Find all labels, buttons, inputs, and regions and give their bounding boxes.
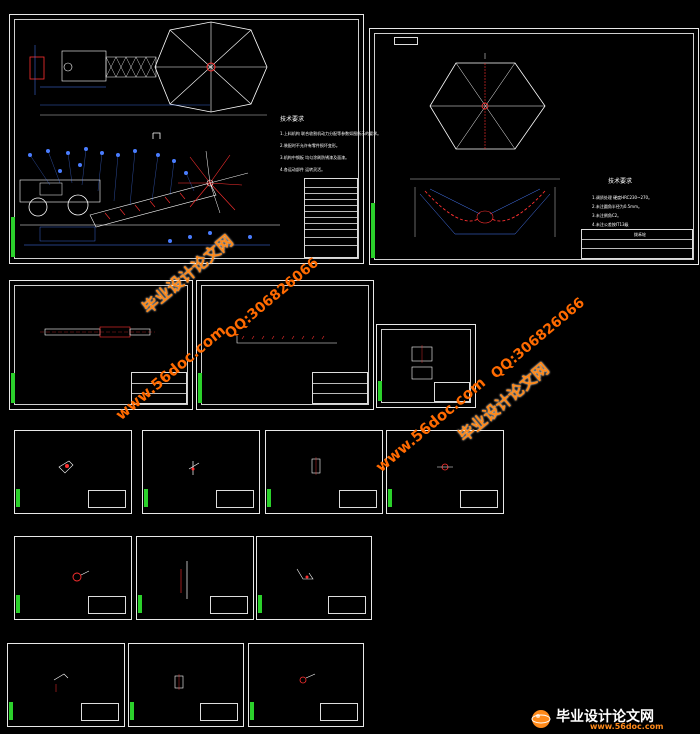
green-layer-strip xyxy=(138,595,142,613)
reel-tech-req-line-4: 4.未注公差按IT13级 xyxy=(592,222,629,227)
drawing-sheet-part-9 xyxy=(128,643,244,727)
part-10-drawing xyxy=(299,673,316,684)
shaft-drawing xyxy=(40,326,155,338)
title-block xyxy=(312,372,368,404)
parts-list-table xyxy=(304,178,358,258)
sheet-inner-frame xyxy=(201,285,369,405)
title-block xyxy=(88,490,126,508)
reel-detail-drawing xyxy=(410,53,560,237)
sheet-inner-frame xyxy=(14,19,359,259)
part-8-drawing xyxy=(53,673,69,692)
title-block xyxy=(434,382,470,402)
drawing-sheet-part-2 xyxy=(142,430,260,514)
drawing-sheet-part-7 xyxy=(256,536,372,620)
brand-url: www.56doc.com xyxy=(590,722,664,731)
part-4-drawing xyxy=(437,463,453,471)
part-3-drawing xyxy=(311,457,321,475)
drawing-sheet-part-5 xyxy=(14,536,132,620)
tech-req-title: 技术要求 xyxy=(280,116,305,123)
drawing-sheet-part-4 xyxy=(386,430,504,514)
brand-name: 毕业设计论文网 xyxy=(556,709,654,725)
green-layer-strip xyxy=(250,702,254,720)
part-5-drawing xyxy=(72,570,90,582)
reel-tech-req-line-1: 1.调质处理 硬度HRC230~270。 xyxy=(592,195,653,200)
drawing-sheet-part-10 xyxy=(248,643,364,727)
title-block xyxy=(81,703,119,721)
sheet-inner-frame xyxy=(14,285,188,405)
drawing-sheet-reel: 技术要求 1.调质处理 硬度HRC230~270。 2.未注圆角半径为0.5mm… xyxy=(369,28,699,265)
green-layer-strip xyxy=(130,702,134,720)
reel-tech-req-line-2: 2.未注圆角半径为0.5mm。 xyxy=(592,204,642,209)
title-block xyxy=(210,596,248,614)
part-7-drawing xyxy=(296,568,314,580)
part-9-drawing xyxy=(174,674,184,690)
brand-globe-icon xyxy=(531,710,551,728)
reel-tech-req-line-3: 3.未注倒角C2。 xyxy=(592,213,622,218)
drawing-sheet-part-1 xyxy=(14,430,132,514)
drawing-sheet-part-6 xyxy=(136,536,254,620)
green-layer-strip xyxy=(11,373,15,403)
reel-title-block: 拨禾轮 xyxy=(581,229,693,259)
green-layer-strip xyxy=(9,702,13,720)
green-layer-strip xyxy=(378,381,382,401)
title-block xyxy=(320,703,358,721)
chain-drawing xyxy=(236,335,337,344)
part-6-drawing xyxy=(180,561,188,599)
green-layer-strip xyxy=(258,595,262,613)
green-layer-strip xyxy=(388,489,392,507)
reel-tech-req-title: 技术要求 xyxy=(608,178,633,185)
green-layer-strip xyxy=(11,217,15,257)
drawing-sheet-assembly: 技术要求 1.上料机构 联合收割机动力分配等参数如图所示的要求。 2.装配时不允… xyxy=(9,14,381,264)
title-block xyxy=(200,703,238,721)
top-view-drawing xyxy=(19,21,280,246)
tech-req-line-2: 2.装配时不允许有零件损坏变形。 xyxy=(280,143,340,148)
green-layer-strip xyxy=(144,489,148,507)
title-block xyxy=(460,490,498,508)
title-block xyxy=(88,596,126,614)
site-brand-logo: 毕业设计论文网 www.56doc.com xyxy=(530,706,698,732)
part-2-drawing xyxy=(188,461,200,475)
green-layer-strip xyxy=(267,489,271,507)
tech-req-line-4: 4.各运动部件 运转灵活。 xyxy=(280,167,326,172)
drawing-sheet-chain xyxy=(196,280,374,410)
drawing-sheet-block xyxy=(376,324,476,408)
green-layer-strip xyxy=(371,203,375,258)
drawing-sheet-part-8 xyxy=(7,643,125,727)
title-block xyxy=(131,372,187,404)
green-layer-strip xyxy=(16,595,20,613)
tech-req-line-3: 3.机构中钢板 均匀涂刷防锈漆及面漆。 xyxy=(280,155,350,160)
drawing-sheet-shaft xyxy=(9,280,193,410)
green-layer-strip xyxy=(198,373,202,403)
sheet-inner-frame xyxy=(381,329,471,403)
block-drawing xyxy=(411,345,433,380)
drawing-sheet-part-3 xyxy=(265,430,383,514)
title-block xyxy=(339,490,377,508)
reel-title-cell: 拨禾轮 xyxy=(634,232,646,237)
part-1-drawing xyxy=(58,460,74,474)
sheet-label-box xyxy=(394,37,418,45)
tech-req-line-1: 1.上料机构 联合收割机动力分配等参数如图所示的要求。 xyxy=(280,131,382,136)
title-block xyxy=(328,596,366,614)
green-layer-strip xyxy=(16,489,20,507)
title-block xyxy=(216,490,254,508)
sheet-inner-frame xyxy=(374,33,694,260)
